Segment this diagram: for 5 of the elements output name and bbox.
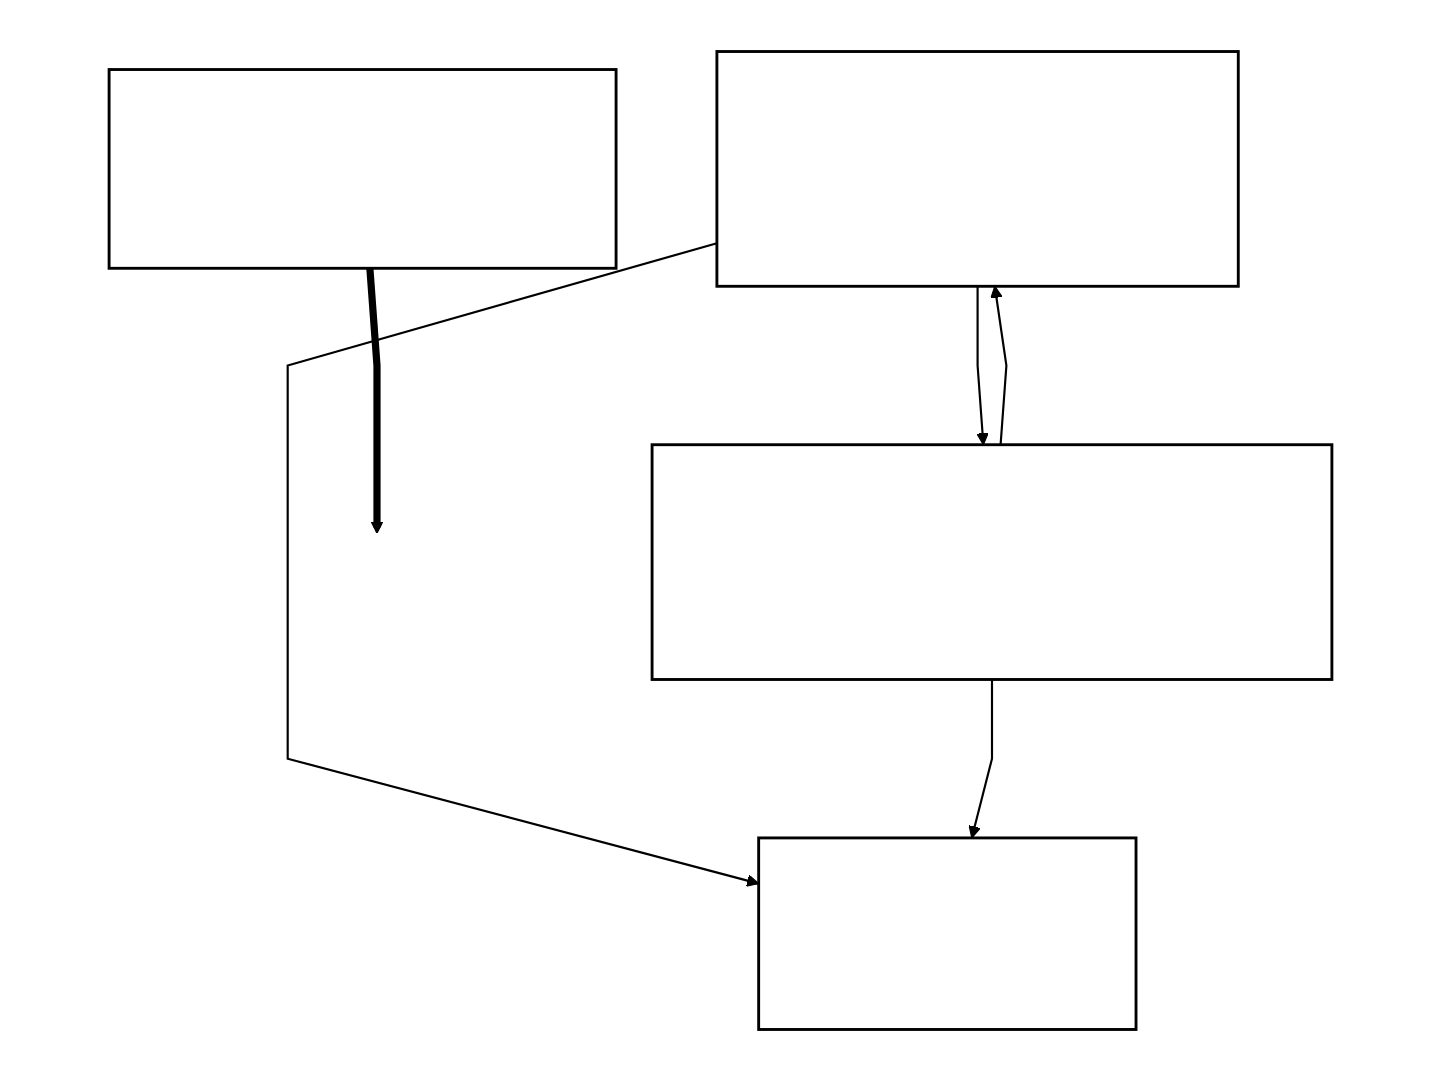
node-box bbox=[715, 50, 1240, 288]
arrow bbox=[366, 268, 384, 534]
node-box bbox=[757, 836, 1138, 1031]
node-box bbox=[650, 443, 1334, 681]
node-box bbox=[107, 68, 618, 270]
